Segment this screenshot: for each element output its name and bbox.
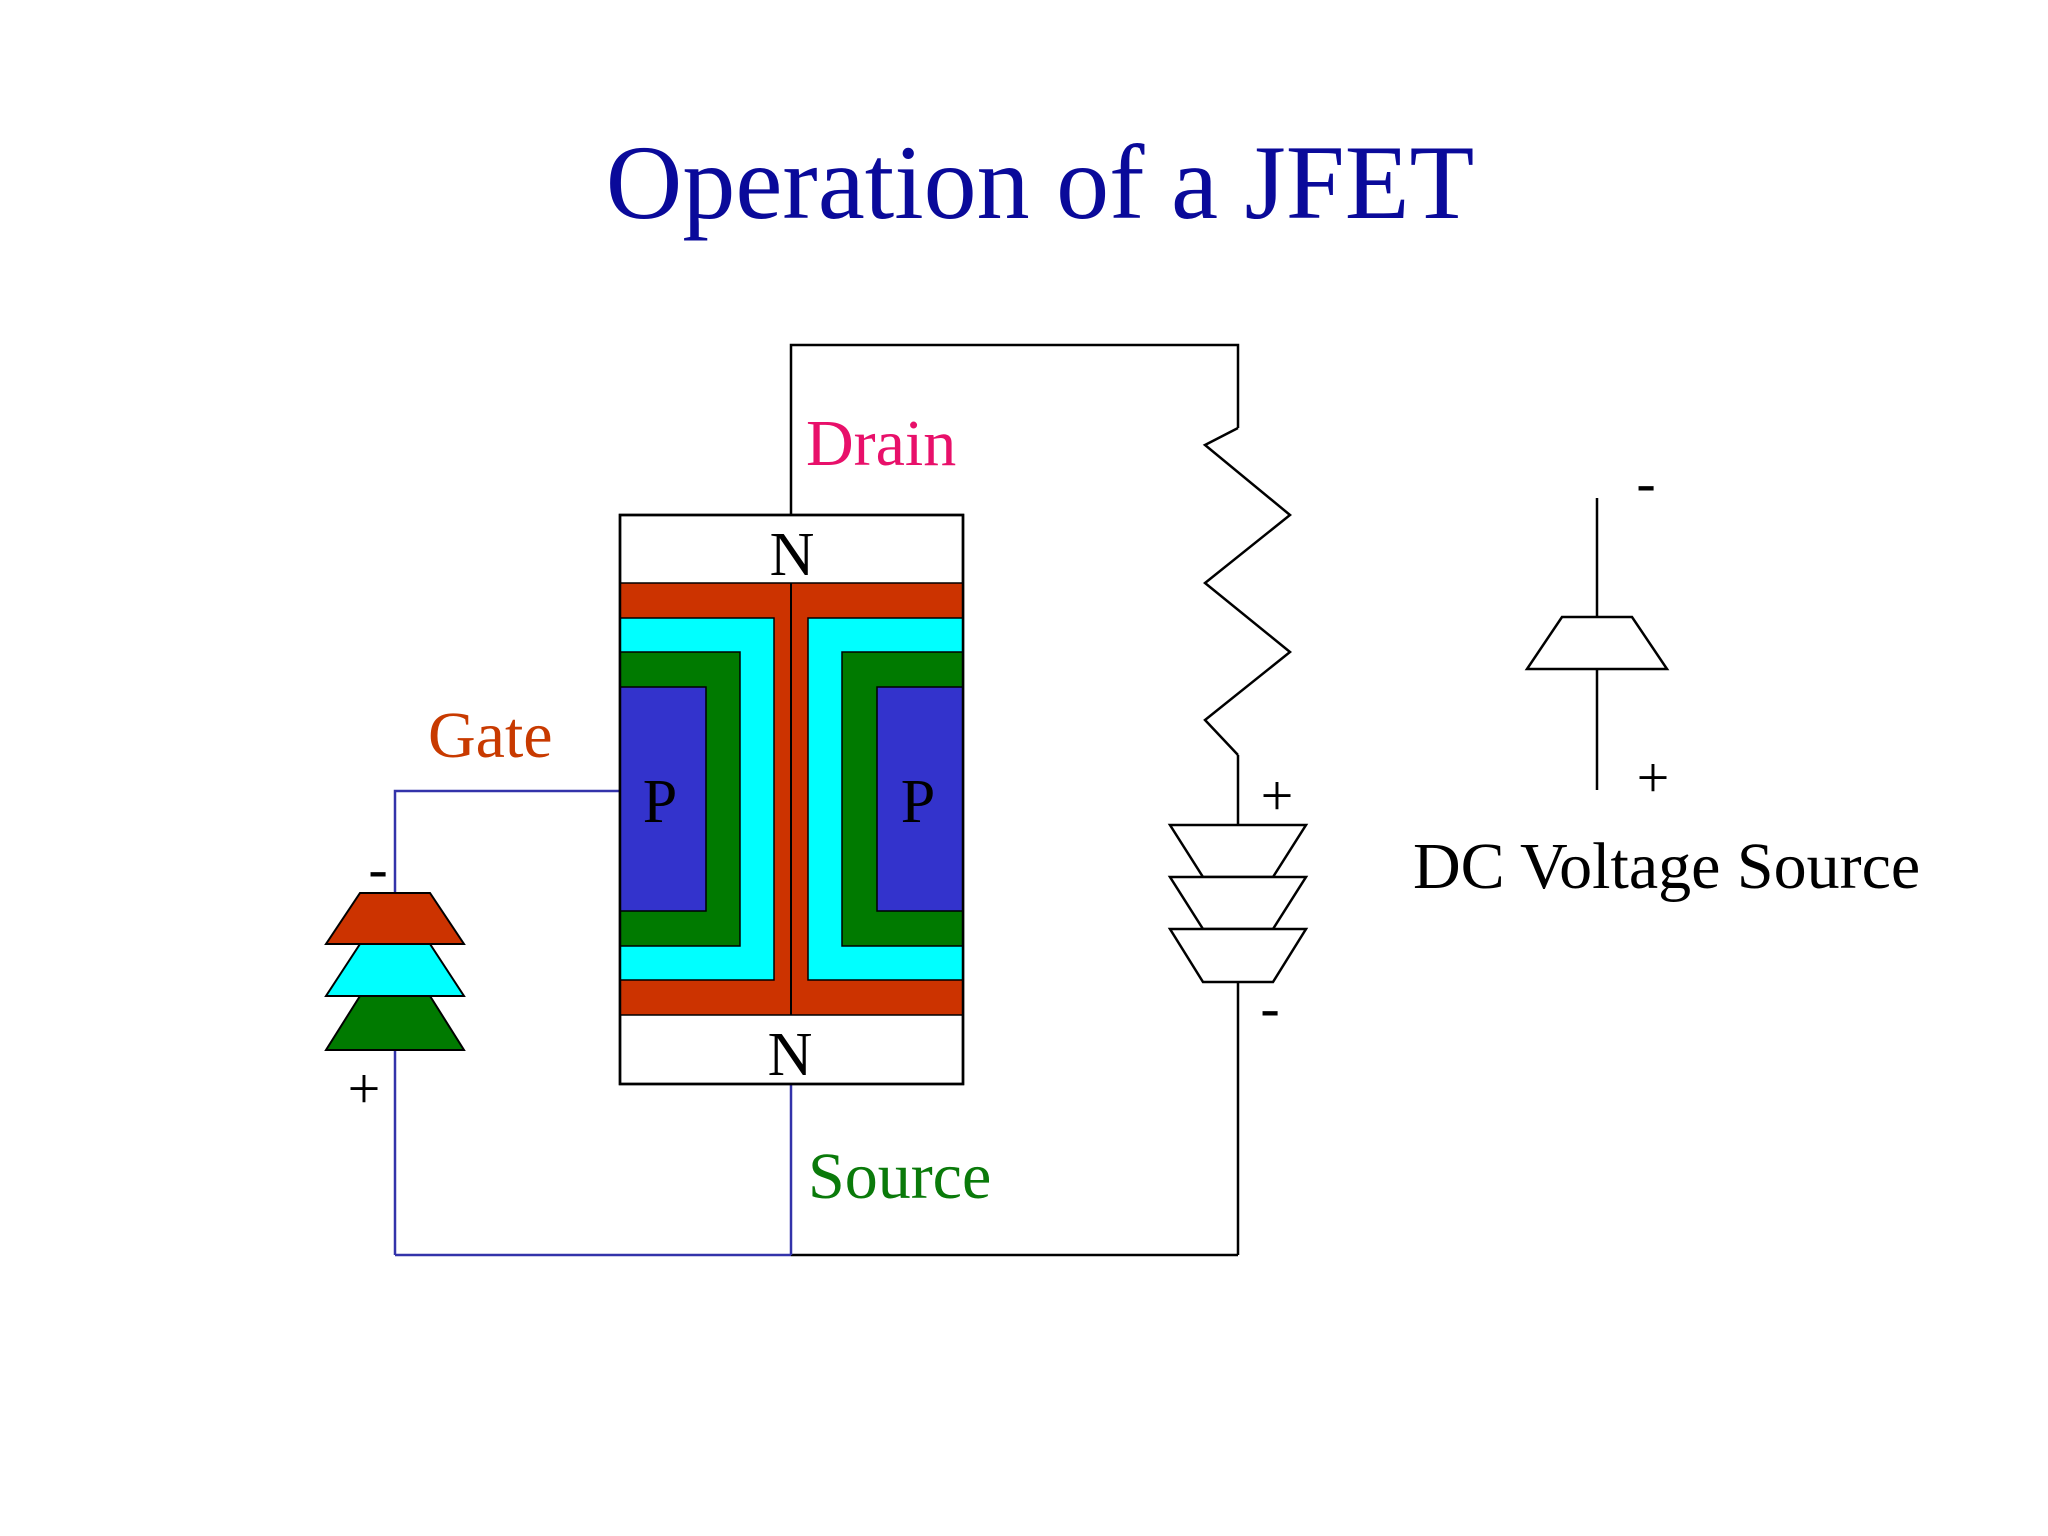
gate-label: Gate (428, 699, 553, 772)
source-wire (395, 1084, 793, 1257)
gate-battery-cell-red (324, 892, 466, 945)
legend-minus-sign: - (1636, 450, 1655, 515)
resistor (1202, 426, 1292, 756)
legend-plus-sign: + (1637, 745, 1670, 810)
p-region-left-label: P (643, 768, 677, 836)
p-region-right (876, 686, 964, 912)
source-label: Source (808, 1140, 991, 1213)
jfet-body: N N P P (618, 513, 965, 1089)
n-region-top-label: N (770, 521, 815, 589)
legend-label: DC Voltage Source (1413, 830, 1920, 903)
gate-wire (393, 789, 620, 1255)
gate-battery-minus-sign: - (368, 836, 387, 901)
page-title: Operation of a JFET (606, 124, 1474, 241)
drain-battery (1167, 823, 1309, 984)
legend-dc-source-symbol (1524, 498, 1670, 790)
p-region-left (619, 686, 707, 912)
gate-battery-cell-cyan (324, 943, 466, 997)
drain-circuit-wires (789, 343, 1240, 1257)
gate-battery-plus-sign: + (348, 1056, 381, 1121)
drain-battery-cell-2 (1167, 875, 1309, 931)
drain-label: Drain (806, 407, 956, 480)
p-region-right-label: P (901, 768, 935, 836)
drain-battery-cell-3 (1167, 927, 1309, 984)
drain-battery-cell-1 (1167, 823, 1309, 879)
drain-battery-plus-sign: + (1261, 763, 1294, 828)
gate-battery-cell-green (324, 995, 466, 1051)
gate-battery (324, 892, 466, 1051)
drain-battery-minus-sign: - (1260, 975, 1279, 1040)
n-region-bottom-label: N (768, 1021, 813, 1089)
